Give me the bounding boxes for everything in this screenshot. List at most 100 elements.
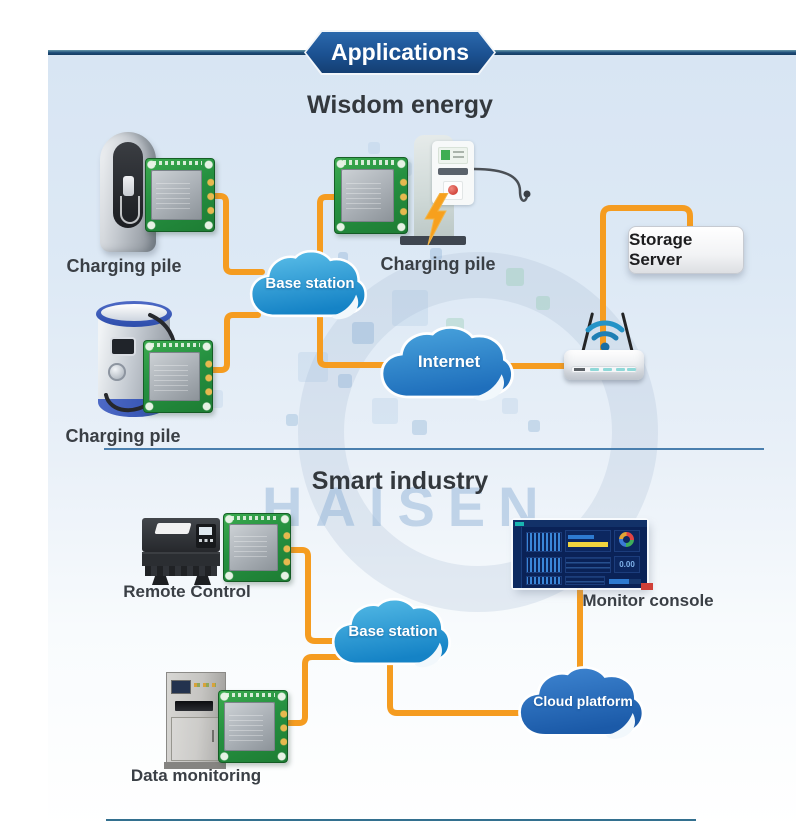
lte-module-pcb	[223, 513, 291, 582]
monitor-console-screen: 0.00	[513, 520, 653, 590]
smart-industry-title: Smart industry	[311, 467, 489, 495]
router-led-strip	[571, 366, 637, 373]
machine-buttons	[199, 539, 213, 542]
console-gantt-panel	[565, 530, 611, 552]
cabinet-screen	[172, 681, 190, 693]
console-bottom-bars	[526, 576, 562, 585]
charging-pile-mid-label: Charging pile	[380, 254, 496, 274]
lightning-icon	[424, 193, 449, 245]
charging-pile-tower-illustration	[96, 130, 216, 256]
console-table	[565, 557, 611, 573]
section-divider	[104, 448, 764, 450]
watermark-square	[502, 398, 518, 414]
watermark-square	[430, 248, 442, 260]
cabinet-door	[171, 717, 219, 761]
alert-badge	[641, 583, 653, 590]
machine-slot	[154, 523, 192, 534]
watermark-square	[352, 322, 374, 344]
machine-foot	[194, 576, 211, 585]
storage-server-node: Storage Server	[628, 226, 744, 274]
watermark-square	[412, 420, 427, 435]
station-button-box	[443, 181, 463, 200]
console-sidebar	[513, 527, 522, 588]
console-yellow-bar	[568, 542, 608, 547]
pipe-remote-to-basestation2	[288, 547, 353, 644]
machine-vents	[145, 566, 217, 576]
base-station-cloud-label: Base station	[265, 274, 355, 292]
console-progress-bar	[609, 579, 641, 584]
console-trend-chart	[526, 557, 562, 573]
cloud-platform-cloud: Cloud platform	[514, 664, 652, 746]
monitor-console-label: Monitor console	[582, 591, 714, 610]
applications-banner: Applications	[304, 30, 496, 75]
console-logo-chip	[515, 522, 524, 526]
watermark-text: HAISEN	[262, 475, 552, 538]
wisdom-energy-title: Wisdom energy	[307, 91, 493, 119]
watermark-square	[372, 398, 398, 424]
cloud-platform-label: Cloud platform	[533, 693, 633, 709]
station-base	[400, 236, 466, 245]
pipe-router-to-server	[600, 205, 693, 365]
remote-control-label: Remote Control	[123, 582, 251, 601]
charger-screen	[112, 339, 134, 354]
machine-top	[142, 518, 220, 552]
lte-module-pcb	[334, 157, 408, 234]
station-panel	[432, 141, 474, 205]
router-label-dash	[574, 368, 585, 371]
charging-pile-bottom-label: Charging pile	[65, 426, 181, 446]
station-screen	[438, 147, 468, 164]
machine-mid	[142, 552, 220, 566]
watermark-square	[528, 420, 540, 432]
internet-cloud: Internet	[376, 324, 522, 408]
data-monitoring-label: Data monitoring	[130, 766, 262, 785]
pipe-basestation2-to-cloudplatform	[387, 659, 527, 716]
router-led	[590, 368, 599, 371]
internet-cloud-label: Internet	[417, 352, 481, 371]
charger-socket	[108, 363, 126, 381]
wifi-router-illustration	[560, 298, 655, 390]
lte-module-pcb	[143, 340, 213, 413]
watermark-square	[368, 142, 380, 154]
cabinet-leds	[194, 683, 216, 687]
base-station-cloud-2: Base station	[328, 596, 458, 674]
cabinet-body	[166, 672, 226, 764]
lte-module-pcb	[218, 690, 288, 763]
pipe-pile3-to-basestation	[210, 312, 261, 373]
console-bottom-rows	[565, 576, 605, 585]
charging-pile-station-illustration	[398, 133, 538, 253]
wifi-icon	[585, 320, 625, 352]
cabinet-display	[175, 701, 213, 711]
donut-chart	[619, 532, 634, 547]
station-cable	[473, 167, 531, 202]
router-led	[627, 368, 636, 371]
console-kpi-value: 0.00	[614, 556, 640, 573]
watermark-square	[506, 268, 524, 286]
applications-banner-label: Applications	[306, 32, 494, 73]
watermark-square	[338, 374, 352, 388]
console-header	[513, 520, 647, 527]
watermark-square	[536, 296, 550, 310]
lte-module-pcb	[145, 158, 215, 232]
router-led	[616, 368, 625, 371]
charger-nozzle	[123, 176, 134, 196]
console-blue-bar	[568, 535, 594, 539]
watermark-square	[392, 290, 428, 326]
cabinet-plinth	[164, 762, 226, 769]
watermark-square	[338, 252, 348, 262]
charger-cable	[120, 196, 140, 224]
machine-display	[199, 527, 212, 535]
station-strip	[438, 168, 468, 175]
pipe-pile1-to-basestation	[210, 193, 265, 275]
station-stop-button	[448, 185, 458, 195]
storage-server-label: Storage Server	[629, 230, 693, 269]
data-monitoring-illustration	[164, 672, 228, 770]
router-body	[564, 350, 644, 380]
base-station-cloud: Base station	[246, 248, 374, 326]
router-led	[603, 368, 612, 371]
watermark-square	[286, 414, 298, 426]
machine-control-panel	[196, 524, 216, 548]
charging-pile-top-label: Charging pile	[66, 256, 182, 276]
remote-control-illustration	[142, 518, 226, 588]
console-bar-chart	[526, 532, 562, 552]
